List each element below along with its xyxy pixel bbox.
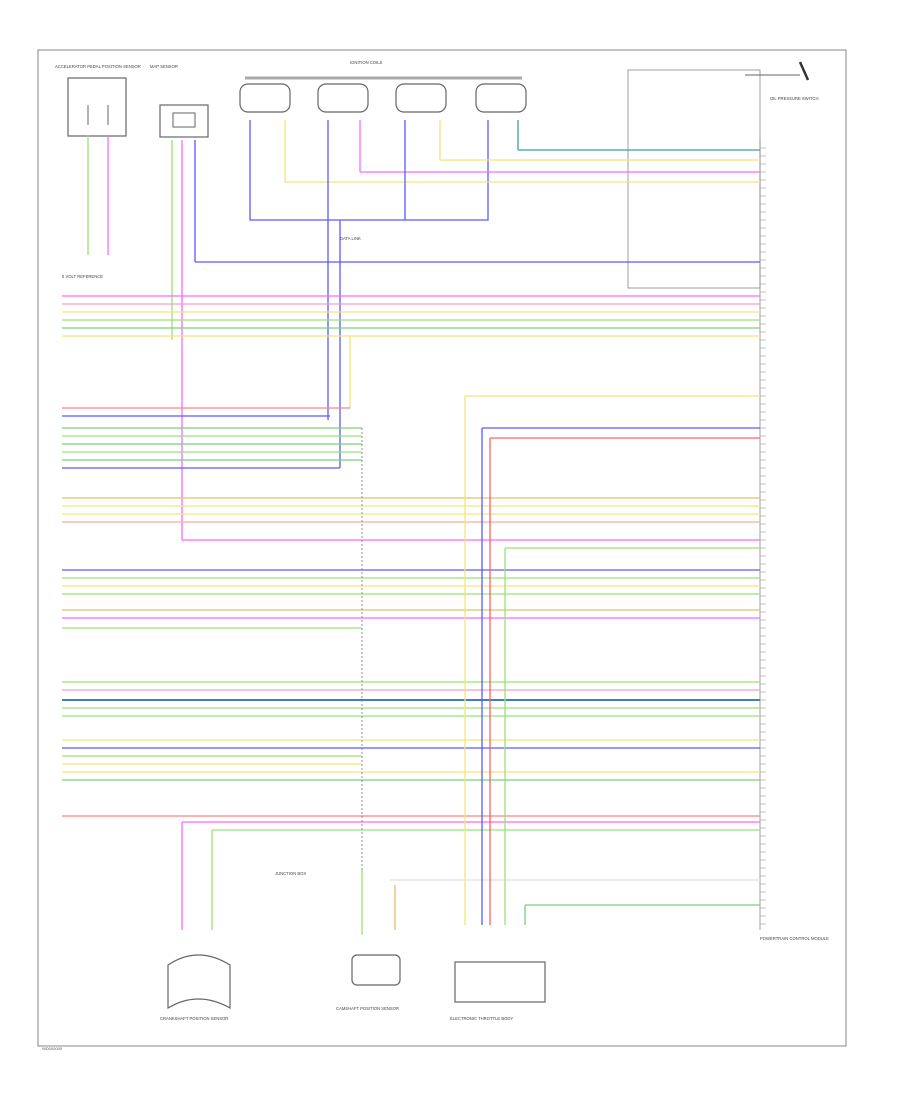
ignition-coils-label: IGNITION COILS: [350, 60, 383, 65]
oil-pressure-switch-label: OIL PRESSURE SWITCH: [770, 96, 818, 101]
wire-traces: [62, 120, 760, 935]
top-left-sensor: ACCELERATOR PEDAL POSITION SENSOR: [55, 64, 141, 137]
pcm-pin-column: [760, 147, 766, 925]
camshaft-sensor: CAMSHAFT POSITION SENSOR: [336, 954, 401, 1011]
camshaft-sensor-label: CAMSHAFT POSITION SENSOR: [336, 1006, 399, 1011]
crank-sensor: CRANKSHAFT POSITION SENSOR: [160, 954, 231, 1021]
pcm-connector: [627, 69, 761, 930]
footer-code: WD000000: [42, 1046, 63, 1051]
junction-box-note: JUNCTION BOX: [275, 871, 306, 876]
diagram-frame: [37, 49, 847, 1047]
oil-pressure-switch: OIL PRESSURE SWITCH: [745, 61, 818, 101]
pcm-label: POWERTRAIN CONTROL MODULE: [760, 936, 829, 941]
map-sensor: MAP SENSOR: [150, 64, 209, 138]
data-link-note: DATA LINK: [340, 236, 361, 241]
throttle-body-label: ELECTRONIC THROTTLE BODY: [450, 1016, 513, 1021]
throttle-body: ELECTRONIC THROTTLE BODY: [450, 961, 546, 1021]
ignition-coils: IGNITION COILS: [239, 60, 527, 113]
map-sensor-label: MAP SENSOR: [150, 64, 178, 69]
five-volt-ref-note: 5 VOLT REFERENCE: [62, 274, 103, 279]
top-left-sensor-label: ACCELERATOR PEDAL POSITION SENSOR: [55, 64, 141, 69]
crank-sensor-label: CRANKSHAFT POSITION SENSOR: [160, 1016, 228, 1021]
